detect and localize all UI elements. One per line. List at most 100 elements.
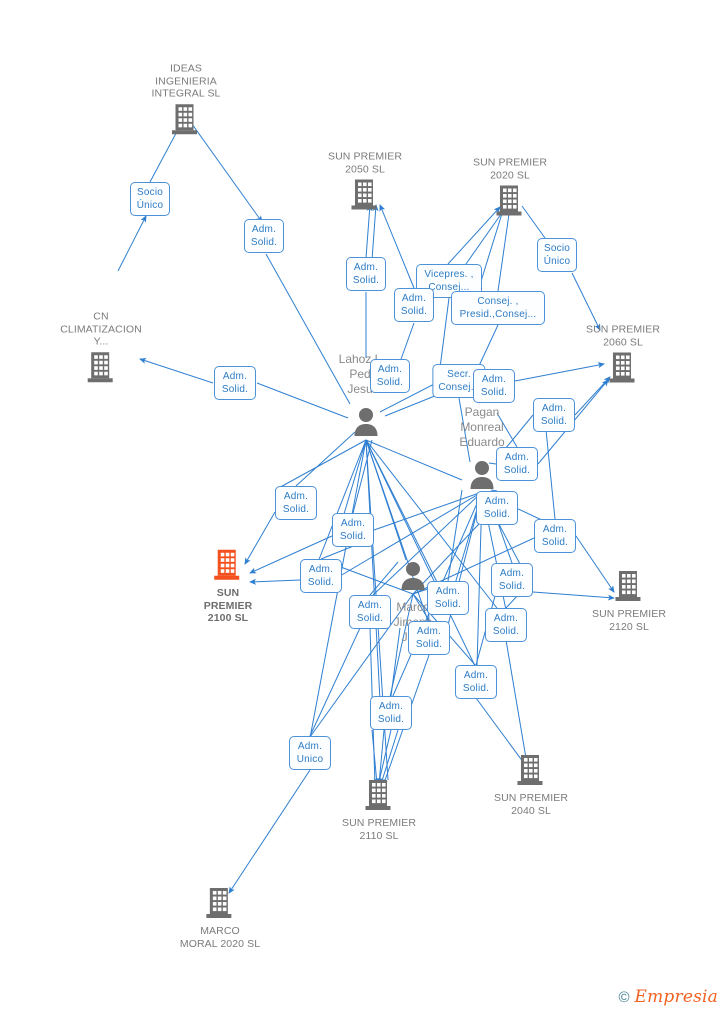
relation-label-line: Adm. [484, 496, 510, 507]
edge-line [545, 429, 556, 520]
relation-label-r13[interactable]: Adm.Solid. [496, 447, 538, 481]
relation-label-r8[interactable]: Adm.Solid. [214, 366, 256, 400]
relation-label-r2[interactable]: Adm.Solid. [244, 219, 284, 253]
building-icon[interactable] [350, 178, 380, 216]
relation-label-line: Solid. [498, 581, 526, 592]
person-icon[interactable] [468, 460, 496, 494]
edge-line [320, 544, 357, 560]
building-icon[interactable] [205, 886, 235, 924]
relation-label-r24[interactable]: Adm.Solid. [455, 665, 497, 699]
watermark: © Empresia [618, 987, 718, 1007]
relation-label-r22[interactable]: Adm.Solid. [485, 608, 527, 642]
relation-label-r11[interactable]: Adm.Solid. [473, 369, 515, 403]
building-icon[interactable] [171, 102, 201, 140]
relation-label-r17[interactable]: Adm.Solid. [534, 519, 576, 553]
person-icon [401, 562, 425, 590]
relation-label-r5[interactable]: Consej. ,Presid.,Consej... [451, 291, 545, 325]
building-icon [609, 352, 635, 383]
edge-line [379, 729, 399, 785]
building-icon[interactable] [86, 350, 116, 388]
relation-label-line: Solid. [492, 626, 520, 637]
relation-label-line: Adm. [435, 586, 461, 597]
person-icon[interactable] [399, 561, 427, 595]
relation-label-line: Solid. [307, 577, 335, 588]
person-node-p_marco[interactable] [399, 561, 427, 595]
relation-label-r12[interactable]: Adm.Solid. [533, 398, 575, 432]
relation-label-line: Adm. [297, 741, 323, 752]
relation-label-line: Adm. [357, 600, 383, 611]
edge-line [439, 297, 450, 369]
person-icon[interactable] [352, 407, 380, 441]
person-node-p_lahoz[interactable] [352, 407, 380, 441]
relation-label-r25[interactable]: Adm.Solid. [370, 696, 412, 730]
relation-label-line: Adm. [308, 564, 334, 575]
person-node-p_pagan[interactable] [468, 460, 496, 494]
relation-label-line: Consej. , [477, 296, 519, 307]
edge-line [447, 489, 463, 582]
relation-label-line: Adm. [541, 403, 567, 414]
relation-label-r9[interactable]: Adm.Solid. [370, 359, 410, 393]
relation-label-r19[interactable]: Adm. Solid. [491, 563, 533, 597]
edge-line [365, 439, 463, 481]
relation-label-line: Solid. [434, 599, 462, 610]
building-icon[interactable] [495, 184, 525, 222]
edge-line [117, 215, 147, 272]
building-icon[interactable] [614, 569, 644, 607]
relation-label-line: Adm. [481, 374, 507, 385]
relation-label-line: Consej... [428, 282, 470, 293]
edge-line [256, 382, 349, 419]
building-icon [351, 179, 377, 210]
relation-label-r23[interactable]: Adm.Solid. [408, 621, 450, 655]
relation-label-line: Solid. [352, 275, 380, 286]
relation-label-r20[interactable]: Adm. Solid. [427, 581, 469, 615]
edge-line [371, 729, 380, 785]
relation-label-r26[interactable]: Adm. Unico [289, 736, 331, 770]
building-icon[interactable] [516, 753, 546, 791]
building-icon [496, 185, 522, 216]
relation-label-line: Adm. [377, 364, 403, 375]
building-icon [87, 351, 113, 382]
relation-label-line: Secr. [447, 369, 471, 380]
relation-label-line: Adm. [499, 568, 525, 579]
building-icon[interactable] [364, 778, 394, 816]
edge-line [228, 769, 311, 894]
edge-line [497, 522, 513, 564]
relation-label-line: Unico [296, 754, 324, 765]
relation-label-r16[interactable]: Adm.Solid. [476, 491, 518, 525]
relation-label-line: Solid. [400, 306, 428, 317]
relation-label-r14[interactable]: Adm.Solid. [275, 486, 317, 520]
edge-line [249, 578, 301, 585]
building-icon[interactable] [608, 351, 638, 389]
edge-line [369, 561, 399, 596]
relation-label-line: Solid. [377, 714, 405, 725]
relation-label-r18[interactable]: Adm. Solid. [300, 559, 342, 593]
relation-label-line: Socio [136, 187, 163, 198]
relation-label-r7[interactable]: Adm.Solid. [394, 288, 434, 322]
edge-line [309, 627, 361, 737]
building-icon[interactable] [213, 548, 243, 586]
building-icon [615, 571, 641, 601]
relation-label-r3[interactable]: Adm.Solid. [346, 257, 386, 291]
relation-label-r15[interactable]: Adm.Solid. [332, 513, 374, 547]
relation-label-r21[interactable]: Adm.Solid. [349, 595, 391, 629]
relation-label-line: Adm. [542, 524, 568, 535]
relation-label-line: Solid. [462, 683, 490, 694]
person-icon [470, 461, 494, 489]
relation-label-line: Adm. [251, 224, 277, 235]
